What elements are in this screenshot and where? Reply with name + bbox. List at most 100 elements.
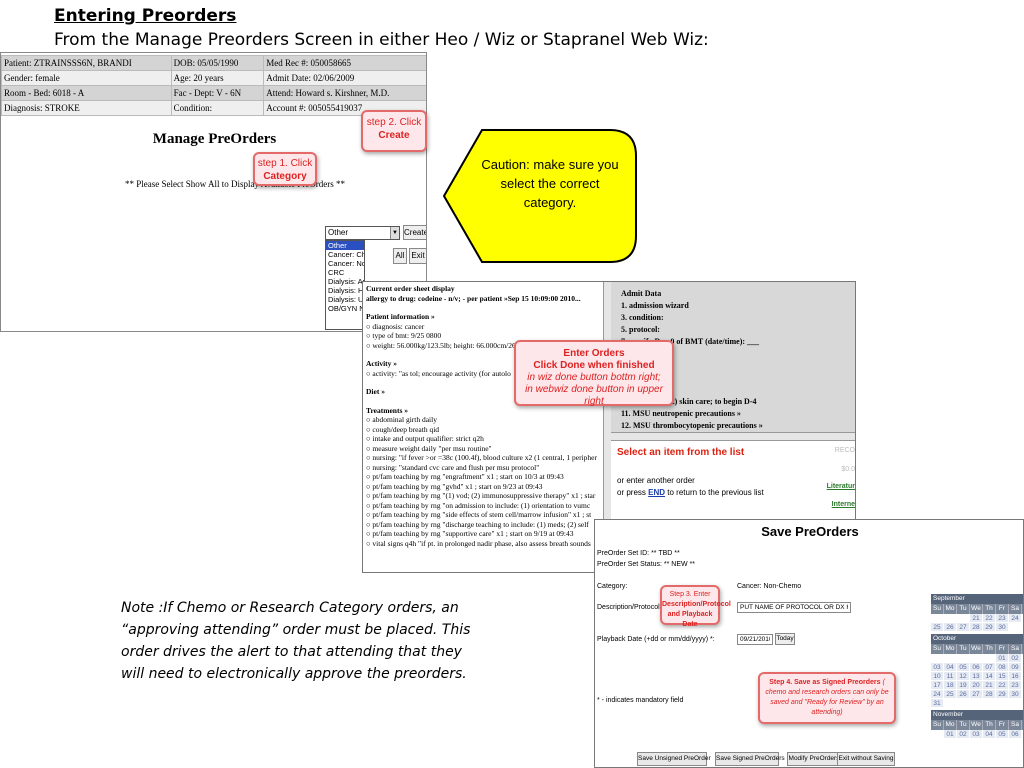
calendar-day[interactable]: 14 [983,672,996,681]
admit-item[interactable]: 12. MSU thrombocytopenic precautions » [621,421,763,430]
admit-item[interactable]: 11. MSU neutropenic precautions » [621,409,741,418]
save-signed-button[interactable]: Save Signed PreOrders [715,752,785,766]
admit-item[interactable]: 3. condition: [621,313,664,322]
calendar-day[interactable]: 22 [996,681,1009,690]
admit-item[interactable]: 1. admission wizard [621,301,689,310]
allergy-line: allergy to drug: codeine - n/v; - per pa… [366,293,581,303]
admit-item[interactable]: 5. protocol: [621,325,660,334]
calendar-day[interactable]: 21 [970,614,983,623]
exit-without-saving-button[interactable]: Exit without Saving [837,752,895,766]
calendar-day[interactable]: 25 [944,690,957,699]
calendar-day[interactable]: 02 [1009,654,1022,663]
calendar-day[interactable]: 12 [957,672,970,681]
calendar-day[interactable]: 20 [970,681,983,690]
calendar-day[interactable]: 02 [957,730,970,739]
calendar-day[interactable]: 05 [996,730,1009,739]
calendar-day[interactable]: 04 [944,663,957,672]
calendar-day[interactable]: 06 [1009,730,1022,739]
calendar-day[interactable]: 23 [996,614,1009,623]
calendar-day[interactable]: 29 [983,623,996,632]
calendar-day[interactable]: 03 [931,663,944,672]
calendar-day[interactable]: 17 [931,681,944,690]
save-unsigned-button[interactable]: Save Unsigned PreOrder [637,752,711,766]
order-text: pt/fam teaching by rng "engraftment" x1 … [372,472,564,481]
activity-title[interactable]: Activity » [366,359,398,368]
attending: Attend: Howard s. Kirshner, M.D. [263,85,426,101]
modify-preorders-button[interactable]: Modify PreOrders [787,752,841,766]
literature-link[interactable]: Literatur [826,483,855,490]
horizontal-scrollbar[interactable] [611,432,855,441]
calendar-day[interactable]: 16 [1009,672,1022,681]
category-option[interactable]: CRC [328,268,345,277]
calendar-day[interactable]: 10 [931,672,944,681]
patient-info-title[interactable]: Patient information » [366,312,435,321]
calendar-day[interactable]: 21 [983,681,996,690]
category-option[interactable]: OB/GYN Non [328,304,364,313]
calendar-day[interactable]: 22 [983,614,996,623]
calendar-day[interactable]: 01 [944,730,957,739]
calendar-day[interactable]: 01 [996,654,1009,663]
diet-title[interactable]: Diet » [366,387,385,396]
calendar-day[interactable]: 04 [983,730,996,739]
treatments-title[interactable]: Treatments » [366,405,409,415]
calendar-day[interactable]: 24 [1009,614,1022,623]
order-item: ○ pt/fam teaching by rng "side effects o… [366,510,592,519]
calendar-day[interactable]: 31 [931,699,944,708]
calendar-day[interactable]: 24 [931,690,944,699]
category-option[interactable]: Dialysis: Aphe [328,277,364,286]
calendar-day[interactable]: 30 [996,623,1009,632]
category-option[interactable]: Cancer: Chemo [328,250,365,259]
side-rec-text: RECO [834,447,855,454]
calendar-day[interactable]: 29 [996,690,1009,699]
internet-link[interactable]: Interne [831,501,855,508]
calendar-day[interactable]: 03 [970,730,983,739]
calendar-day[interactable]: 06 [970,663,983,672]
dropdown-arrow-icon[interactable]: ▼ [390,227,399,239]
calendar-day[interactable]: 08 [996,663,1009,672]
calendar-day[interactable]: 09 [1009,663,1022,672]
calendar-day[interactable]: 13 [970,672,983,681]
end-link[interactable]: END [648,488,666,497]
calendar-day[interactable]: 27 [957,623,970,632]
category-option[interactable]: Dialysis: Ultra [328,295,364,304]
exit-button[interactable]: Exit [409,248,426,264]
calendar-day[interactable]: 30 [1009,690,1022,699]
med-rec: Med Rec #: 050058665 [263,55,426,71]
calendar-day[interactable]: 28 [983,690,996,699]
order-text: pt/fam teaching by rng "gvhd" x1 ; start… [372,481,543,491]
description-input[interactable] [737,602,851,613]
playback-date-input[interactable] [737,634,773,645]
calendar-day[interactable]: 23 [1009,681,1022,690]
order-item: ○ cough/deep breath qid [366,424,440,434]
today-button[interactable]: Today [775,633,795,645]
calendar-day[interactable]: 18 [944,681,957,690]
press-text: or press [617,488,646,497]
calendar-day[interactable]: 25 [931,623,944,632]
calendar-weekday: Th [983,720,996,730]
category-option[interactable]: Cancer: Non-Chemo [328,259,365,268]
calendar-day[interactable]: 11 [944,672,957,681]
calendar-day[interactable]: 05 [957,663,970,672]
calendar-day[interactable]: 26 [957,690,970,699]
show-all-button[interactable]: All [393,248,407,264]
category-select[interactable]: Other▼ [325,226,400,240]
category-option[interactable]: Other [326,241,364,250]
side-num-text: $0.0 [841,466,855,473]
admit-item[interactable]: 7. specify Day 0 of BMT (date/time): ___ [621,337,760,346]
calendar-day[interactable]: 27 [970,690,983,699]
category-option[interactable]: Dialysis: Hem [328,286,364,295]
calendar-day[interactable]: 26 [944,623,957,632]
calendar-day[interactable]: 07 [983,663,996,672]
calendar-day[interactable]: 15 [996,672,1009,681]
category-dropdown-list[interactable]: Other Cancer: Chemo Cancer: Non-Chemo CR… [325,240,365,330]
admit-item[interactable]: ing: (1) TBI ; (2) skin care; to begin D… [621,397,757,406]
fac-dept: Fac - Dept: V - 6N [170,85,265,101]
calendar-day[interactable]: 28 [970,623,983,632]
vertical-scrollbar[interactable] [603,282,611,572]
create-button[interactable]: Create [403,225,426,240]
calendar-weekday: Mo [944,604,957,614]
calendar-day[interactable]: 19 [957,681,970,690]
